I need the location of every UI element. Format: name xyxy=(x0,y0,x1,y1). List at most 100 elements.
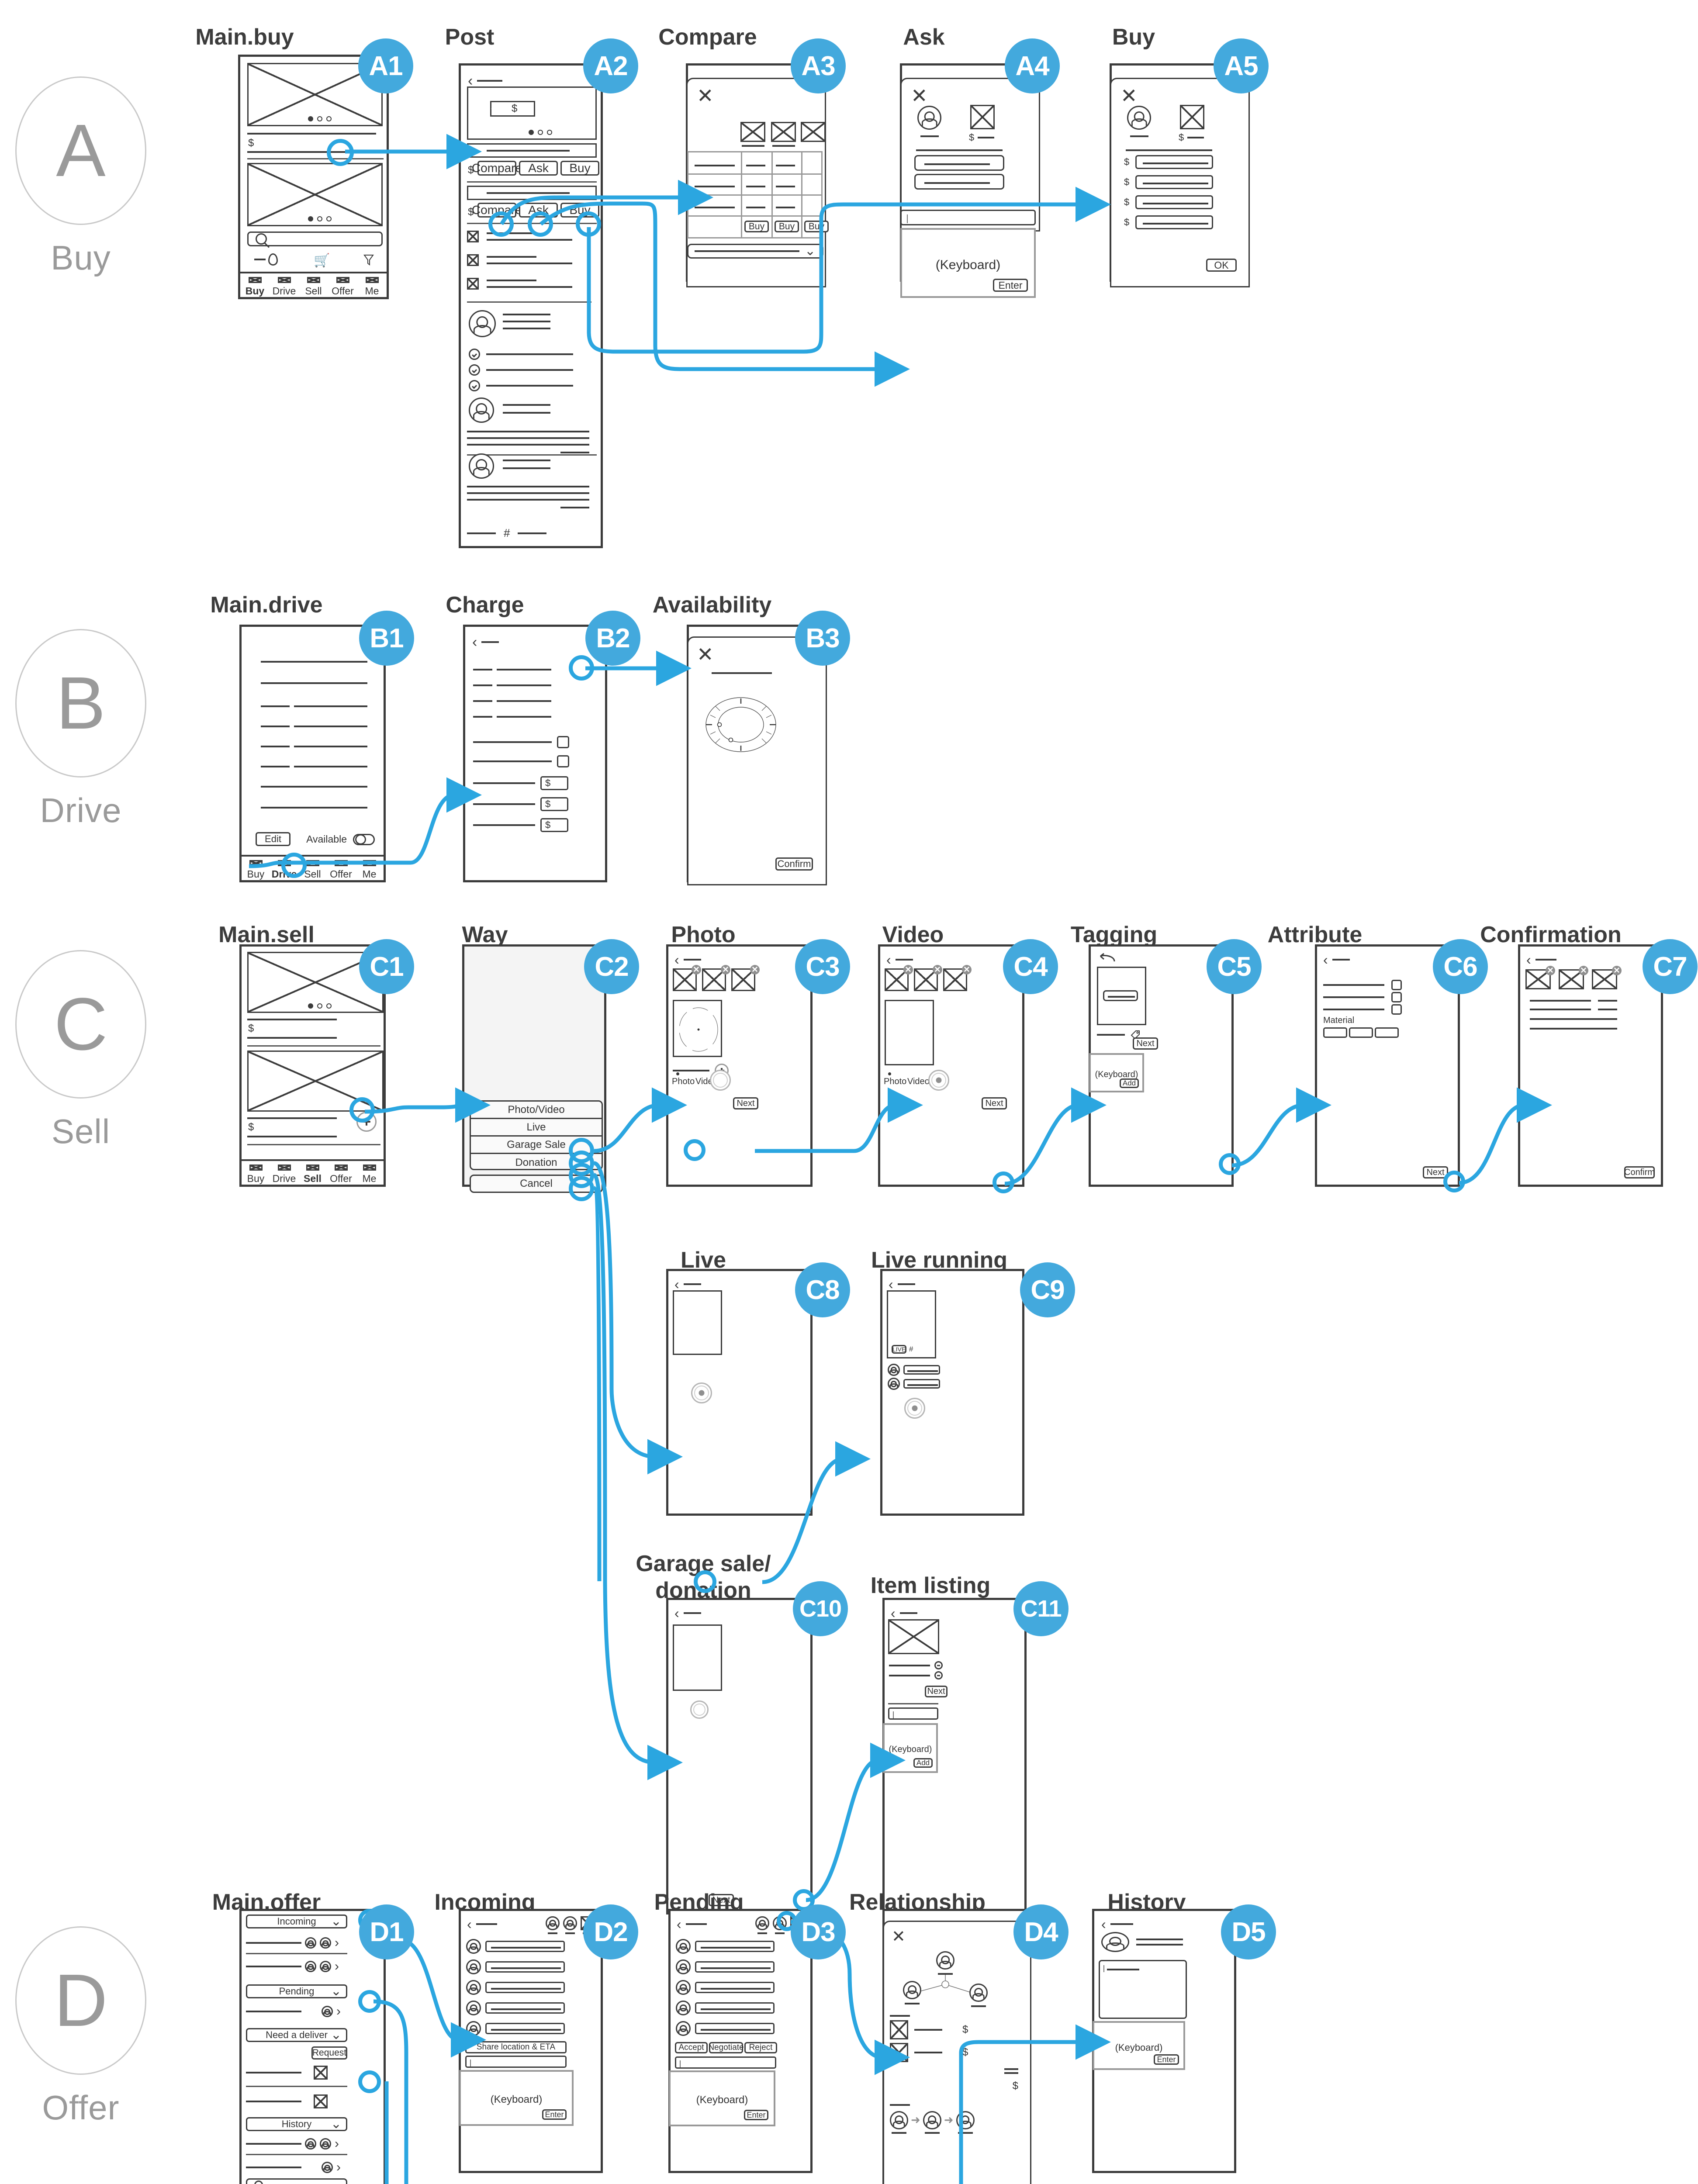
next-button-c4[interactable]: Next xyxy=(982,1097,1007,1109)
enter-button-a4[interactable]: Enter xyxy=(993,279,1028,292)
keyboard-d2[interactable]: (Keyboard) Enter xyxy=(459,2070,574,2126)
material-chips[interactable] xyxy=(1323,1027,1399,1038)
back-icon-c6[interactable]: ‹ xyxy=(1323,953,1350,967)
back-icon-d2[interactable]: ‹ xyxy=(467,1917,497,1931)
back-icon-d5[interactable]: ‹ xyxy=(1101,1917,1133,1931)
pending-section-header[interactable]: Pending ⌄ xyxy=(246,1984,347,1998)
item-text-input[interactable] xyxy=(888,1707,938,1720)
hotspot-c5-next[interactable] xyxy=(1219,1153,1241,1175)
available-toggle-row[interactable]: Available xyxy=(306,833,375,845)
incoming-text-input[interactable] xyxy=(465,2056,567,2068)
way-option-live[interactable]: Live xyxy=(471,1119,602,1137)
attribute-row-1[interactable] xyxy=(1323,980,1402,990)
deliver-dropdown[interactable]: Need a deliver ⌄ xyxy=(246,2028,347,2042)
history-section-header[interactable]: History ⌄ xyxy=(246,2117,347,2131)
back-icon-c9[interactable]: ‹ xyxy=(889,1277,915,1291)
close-icon-a3[interactable]: ✕ xyxy=(697,84,714,107)
tab-drive[interactable]: Drive xyxy=(270,277,299,297)
back-icon-c11[interactable]: ‹ xyxy=(891,1606,917,1620)
close-icon-b3[interactable]: ✕ xyxy=(697,643,714,666)
enter-button-d2[interactable]: Enter xyxy=(542,2109,567,2120)
tab-sell[interactable]: Sell xyxy=(298,1165,327,1185)
item-field-2[interactable] xyxy=(889,1671,943,1679)
tab-offer[interactable]: Offer xyxy=(327,860,355,880)
buy-field-4[interactable]: $ xyxy=(1124,215,1214,229)
tab-sell[interactable]: Sell xyxy=(299,277,328,297)
hotspot-d1-pending[interactable] xyxy=(358,1990,381,2013)
garage-shutter[interactable] xyxy=(690,1700,709,1719)
add-button-c11[interactable]: Add xyxy=(913,1758,933,1768)
mode-photo-c4[interactable]: Photo xyxy=(884,1077,907,1086)
next-button-c6[interactable]: Next xyxy=(1423,1166,1448,1178)
compare-buy-3[interactable]: Buy xyxy=(804,221,829,232)
keyboard-c11[interactable]: (Keyboard) Add xyxy=(883,1723,938,1773)
incoming-row-2[interactable]: › xyxy=(246,1960,339,1973)
hotspot-a2-buy[interactable] xyxy=(576,211,601,237)
way-option-donation[interactable]: Donation xyxy=(515,1157,557,1168)
tab-drive[interactable]: Drive xyxy=(270,1165,298,1185)
buy-field-1[interactable]: $ xyxy=(1124,155,1214,169)
filter-icon[interactable] xyxy=(363,254,374,266)
way-option-photo-video[interactable]: Photo/Video xyxy=(471,1102,602,1119)
close-icon-a4[interactable]: ✕ xyxy=(911,84,928,107)
carousel-dots-2[interactable] xyxy=(308,216,332,221)
ok-button-a5[interactable]: OK xyxy=(1206,259,1237,272)
hotspot-b2-field[interactable] xyxy=(569,655,594,681)
back-icon-c3[interactable]: ‹ xyxy=(674,953,701,967)
back-icon-d3[interactable]: ‹ xyxy=(677,1917,707,1931)
back-icon-c4[interactable]: ‹ xyxy=(886,953,913,967)
compare-button-1[interactable]: Compare xyxy=(471,161,522,176)
attribute-row-3[interactable] xyxy=(1323,1004,1402,1015)
tab-me[interactable]: Me xyxy=(355,1165,384,1185)
hotspot-c3-video-mode[interactable] xyxy=(684,1139,705,1161)
keyboard-c5[interactable]: (Keyboard) Add xyxy=(1089,1053,1144,1092)
way-option-garage-sale[interactable]: Garage Sale xyxy=(471,1137,602,1154)
share-location-button[interactable]: Share location & ETA xyxy=(465,2041,567,2053)
back-icon-b2[interactable]: ‹ xyxy=(472,635,499,650)
tab-buy[interactable]: Buy xyxy=(240,277,270,297)
hotspot-d1-history[interactable] xyxy=(358,2070,381,2093)
cart-icon[interactable]: 🛒 xyxy=(314,253,330,268)
record-button-c4[interactable] xyxy=(928,1070,949,1091)
back-icon-c7[interactable]: ‹ xyxy=(1526,953,1556,967)
charge-price-row-1[interactable]: $ xyxy=(473,776,568,790)
accept-button[interactable]: Accept xyxy=(675,2042,708,2053)
next-button-c10[interactable]: Next xyxy=(709,1894,734,1906)
keyboard-d5[interactable]: (Keyboard) Enter xyxy=(1093,2021,1185,2070)
compare-dropdown[interactable]: ⌄ xyxy=(687,244,823,259)
enter-button-d3[interactable]: Enter xyxy=(744,2110,768,2120)
history-row-2[interactable]: › xyxy=(246,2161,341,2174)
charge-price-row-2[interactable]: $ xyxy=(473,797,568,811)
offer-search-input[interactable] xyxy=(246,2178,347,2184)
sell-carousel-dots-1[interactable] xyxy=(308,1003,332,1009)
confirm-button-c7[interactable]: Confirm xyxy=(1624,1166,1655,1178)
ask-button-1[interactable]: Ask xyxy=(519,161,558,176)
enter-button-d5[interactable]: Enter xyxy=(1154,2054,1179,2065)
back-icon-c10[interactable]: ‹ xyxy=(674,1606,701,1620)
hotspot-a2-ask[interactable] xyxy=(528,211,553,237)
reject-button[interactable]: Reject xyxy=(744,2042,777,2053)
location-icon[interactable] xyxy=(254,253,278,266)
tab-buy[interactable]: Buy xyxy=(242,1165,270,1185)
pending-row-1[interactable]: › xyxy=(246,2005,341,2018)
confirm-button-b3[interactable]: Confirm xyxy=(775,857,813,871)
keyboard-d3[interactable]: (Keyboard) Enter xyxy=(669,2070,775,2126)
tabbar-c1[interactable]: Buy Drive Sell Offer Me xyxy=(242,1159,384,1185)
keyboard-a4[interactable]: (Keyboard) Enter xyxy=(900,228,1036,298)
tab-buy[interactable]: Buy xyxy=(242,860,270,880)
incoming-section-header[interactable]: Incoming ⌄ xyxy=(246,1914,347,1928)
seller-avatar[interactable] xyxy=(469,310,496,337)
incoming-row-1[interactable]: › xyxy=(246,1936,339,1949)
next-button-c11[interactable]: Next xyxy=(925,1686,948,1697)
post-carousel-dots[interactable] xyxy=(529,130,552,135)
hotspot-b1-edit[interactable] xyxy=(281,853,307,878)
offer-item-row-2[interactable] xyxy=(246,2094,328,2108)
hotspot-c8-start[interactable] xyxy=(694,1570,716,1593)
request-button[interactable]: Request xyxy=(311,2046,347,2060)
tab-me[interactable]: Me xyxy=(357,277,387,297)
compare-buy-2[interactable]: Buy xyxy=(775,221,799,232)
mode-video-c4[interactable]: Video xyxy=(907,1077,930,1086)
hotspot-c1-add[interactable] xyxy=(349,1097,375,1123)
hotspot-a1-item[interactable] xyxy=(327,139,354,166)
item-field-1[interactable] xyxy=(889,1661,943,1669)
